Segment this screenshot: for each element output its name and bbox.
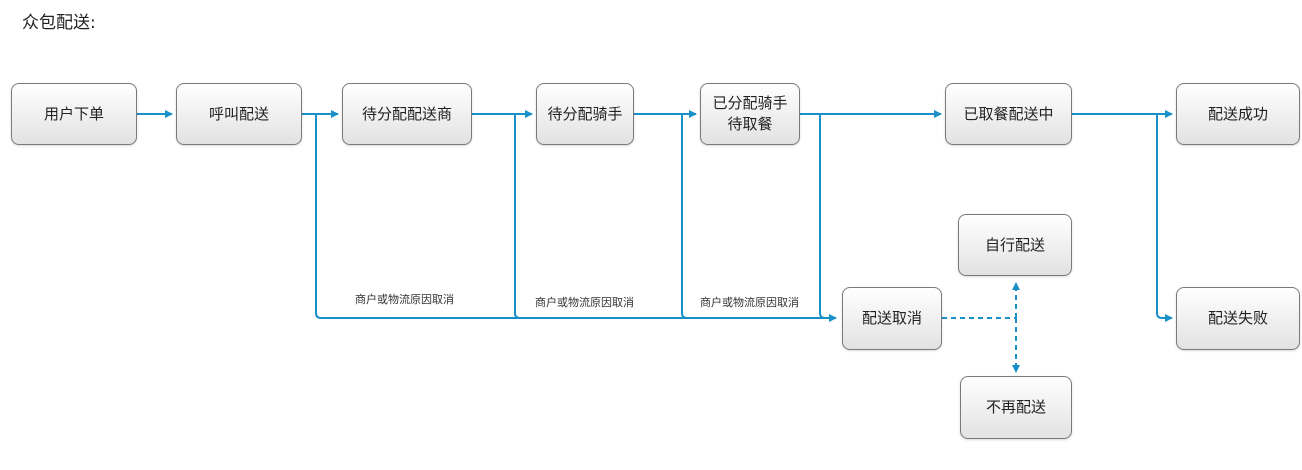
node-picked-delivering-label: 已取餐配送中 [963, 104, 1054, 123]
node-rider-assigned-label-2: 待取餐 [727, 115, 773, 133]
node-delivery-failed-label: 配送失败 [1207, 309, 1268, 327]
node-user-order-label: 用户下单 [43, 104, 104, 123]
node-await-merchant-label: 待分配配送商 [361, 104, 452, 123]
edge-delivering-to-failed [1156, 114, 1173, 322]
node-delivery-cancel: 配送取消 [842, 287, 942, 350]
node-delivery-cancel-label: 配送取消 [861, 309, 922, 327]
node-delivery-success: 配送成功 [1176, 83, 1300, 145]
edge-label-cancel-2: 商户或物流原因取消 [535, 296, 634, 309]
edge-label-cancel-3: 商户或物流原因取消 [700, 296, 799, 309]
diagram-title: 众包配送: [22, 13, 96, 33]
edge-cancel-3 [681, 114, 688, 319]
node-call-delivery: 呼叫配送 [176, 83, 302, 145]
node-call-delivery-label: 呼叫配送 [208, 104, 269, 123]
node-self-delivery-label: 自行配送 [984, 235, 1045, 254]
node-await-rider: 待分配骑手 [536, 83, 634, 145]
node-user-order: 用户下单 [11, 83, 137, 145]
edge-cancel-2 [514, 114, 521, 319]
node-rider-assigned-label-1: 已分配骑手 [712, 94, 788, 112]
node-rider-assigned: 已分配骑手 待取餐 [700, 83, 800, 145]
node-no-redelivery: 不再配送 [960, 376, 1072, 439]
edge-label-cancel-1: 商户或物流原因取消 [355, 293, 454, 306]
edge-cancel-4 [819, 114, 826, 319]
node-await-merchant: 待分配配送商 [342, 83, 472, 145]
node-picked-delivering: 已取餐配送中 [945, 83, 1072, 145]
node-no-redelivery-label: 不再配送 [985, 398, 1046, 416]
node-self-delivery: 自行配送 [958, 214, 1072, 276]
node-delivery-success-label: 配送成功 [1207, 104, 1268, 123]
node-await-rider-label: 待分配骑手 [547, 104, 623, 123]
node-delivery-failed: 配送失败 [1176, 287, 1300, 350]
edge-cancel-1 [315, 114, 837, 322]
